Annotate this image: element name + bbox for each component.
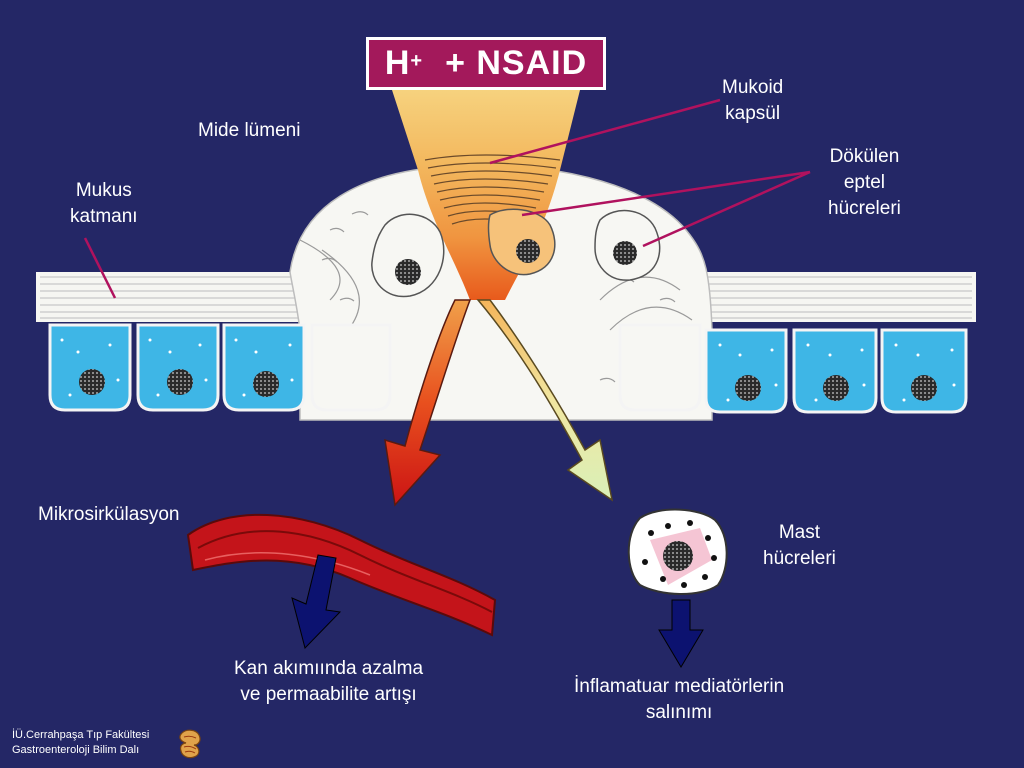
title-h-nsaid: H+ + NSAID	[366, 37, 606, 90]
mast-cell	[627, 508, 728, 595]
title-nsaid: + NSAID	[445, 44, 588, 82]
label-dokulen-line3: hücreleri	[828, 198, 901, 219]
label-kan-line1: Kan akımıında azalma	[234, 658, 424, 679]
label-mukus-katmani: Mukus katmanı	[70, 178, 138, 230]
footer-institution: İÜ.Cerrahpaşa Tıp Fakültesi Gastroentero…	[12, 728, 149, 758]
label-dokulen-line2: eptel	[843, 172, 886, 193]
label-mukoid-line2: kapsül	[725, 103, 781, 124]
label-dokulen-eptel: Dökülen eptel hücreleri	[828, 144, 901, 222]
epithelial-cell	[136, 323, 220, 412]
beam-mucus-lines	[424, 154, 561, 225]
label-mide-lumeni-text: Mide lümeni	[198, 120, 301, 141]
epithelial-cell	[792, 328, 878, 414]
label-kan-akimi: Kan akımıında azalma ve permaabilite art…	[234, 656, 423, 708]
label-inflamatuar-line1: İnflamatuar mediatörlerin	[574, 676, 785, 697]
pointer-lines	[83, 98, 811, 299]
label-mide-lumeni: Mide lümeni	[198, 118, 300, 144]
arrow-to-microcirculation	[384, 299, 472, 507]
title-h-sup: +	[410, 50, 424, 72]
blood-vessel	[186, 513, 497, 637]
label-mikrosirkulasyon-text: Mikrosirkülasyon	[38, 504, 180, 525]
label-mukus-line2: katmanı	[70, 206, 138, 227]
epithelial-cell	[48, 323, 132, 412]
arrow-to-mast-cells	[476, 299, 614, 502]
epithelial-cell-damaged	[310, 323, 392, 412]
epithelial-cells	[48, 323, 968, 414]
label-kan-line2: ve permaabilite artışı	[240, 684, 417, 705]
label-mukus-line1: Mukus	[75, 180, 132, 201]
shed-epithelial-cells	[371, 208, 661, 298]
down-arrow-left	[291, 554, 342, 649]
stomach-logo-icon	[179, 729, 201, 759]
epithelial-cell-damaged	[618, 323, 702, 412]
epithelial-cell	[704, 328, 788, 414]
footer-line1: İÜ.Cerrahpaşa Tıp Fakültesi	[12, 729, 150, 741]
pointer-mukoid	[489, 98, 721, 165]
pointer-mukus	[83, 237, 117, 299]
pointer-dokulen-1	[521, 170, 811, 217]
pointer-dokulen-2	[642, 170, 811, 248]
epithelial-cell	[880, 328, 968, 414]
epithelial-speckles	[60, 338, 956, 402]
label-inflamatuar: İnflamatuar mediatörlerin salınımı	[574, 674, 784, 726]
footer-line2: Gastroenteroloji Bilim Dalı	[12, 744, 140, 756]
label-mast-line2: hücreleri	[763, 548, 836, 569]
label-mast-hucreleri: Mast hücreleri	[763, 520, 836, 572]
down-arrow-right	[658, 599, 704, 668]
epithelial-cell	[222, 323, 306, 412]
label-inflamatuar-line2: salınımı	[645, 702, 713, 723]
label-mikrosirkulasyon: Mikrosirkülasyon	[38, 502, 179, 528]
label-mukoid-kapsul: Mukoid kapsül	[722, 75, 783, 127]
label-mukoid-line1: Mukoid	[722, 77, 784, 98]
title-h: H	[384, 44, 411, 82]
label-dokulen-line1: Dökülen	[829, 146, 900, 167]
label-mast-line1: Mast	[778, 522, 821, 543]
